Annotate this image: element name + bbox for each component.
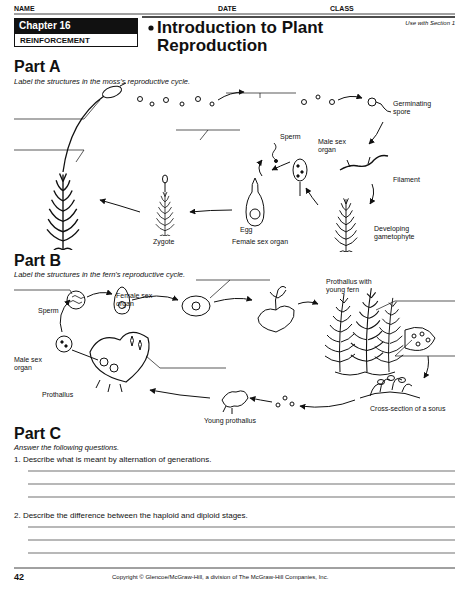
part-heading: Part B xyxy=(14,252,94,270)
field-name: NAME xyxy=(14,5,74,13)
instruction: Answer the following questions. xyxy=(14,444,314,452)
section-note: Use with Section 1 xyxy=(350,20,455,27)
chapter-box: Chapter 16 xyxy=(14,18,138,33)
question: 2. Describe the difference between the h… xyxy=(14,512,454,521)
structure-label: Sperm xyxy=(38,307,73,315)
page-number: 42 xyxy=(14,572,44,582)
instruction: Label the structures in the fern's repro… xyxy=(14,271,314,279)
structure-label: Sperm xyxy=(280,133,315,141)
box-text: REINFORCEMENT xyxy=(20,36,90,45)
structure-label: Young prothallus xyxy=(204,417,274,425)
structure-label: Prothallus xyxy=(42,391,92,399)
copyright: Copyright © Glencoe/McGraw-Hill, a divis… xyxy=(112,574,452,581)
box-text: Chapter 16 xyxy=(19,20,71,31)
instruction: Label the structures in the moss's repro… xyxy=(14,78,314,86)
structure-label: Developing gametophyte xyxy=(374,225,434,241)
structure-label: Prothallus with young fern xyxy=(326,278,386,294)
field-name: CLASS xyxy=(330,5,390,13)
structure-label: Cross-section of a sorus xyxy=(370,405,450,413)
part-heading: Part C xyxy=(14,425,94,443)
question: 1. Describe what is meant by alternation… xyxy=(14,456,454,465)
structure-label: Filament xyxy=(393,176,443,184)
structure-label: Zygote xyxy=(153,238,193,246)
part-heading: Part A xyxy=(14,58,94,76)
structure-label: Male sex organ xyxy=(318,138,354,154)
section-box: REINFORCEMENT xyxy=(14,33,138,47)
structure-label: Germinating spore xyxy=(393,100,438,116)
structure-label: Male sex organ xyxy=(14,356,52,372)
structure-label: Female sex organ xyxy=(232,238,312,246)
worksheet-title: Introduction to Plant Reproduction xyxy=(157,19,362,56)
field-name: DATE xyxy=(218,5,278,13)
structure-label: Egg xyxy=(240,226,270,234)
structure-label: Female sex organ xyxy=(116,292,156,308)
